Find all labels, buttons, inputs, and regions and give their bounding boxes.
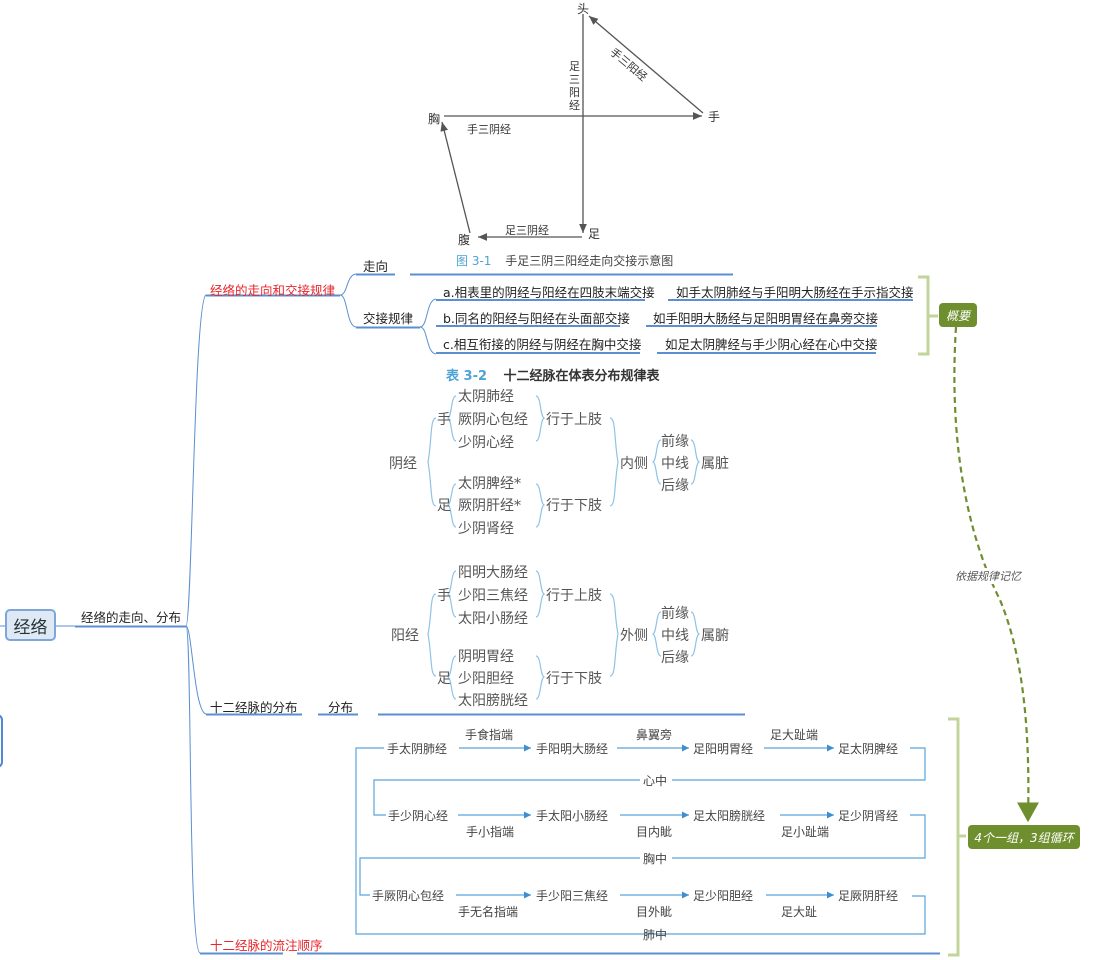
relation-label: 依据规律记忆 [955, 568, 1021, 584]
yin-position: 后缘 [661, 478, 689, 494]
yin-hand-path: 行于上肢 [546, 412, 602, 428]
flow-lines [355, 744, 926, 935]
flow-link: 心中 [643, 774, 668, 788]
flow-channel: 手少阳三焦经 [536, 889, 609, 903]
yin-hand-item: 太阴肺经 [458, 389, 514, 405]
yin-label: 阴经 [389, 456, 417, 472]
yin-foot-path: 行于下肢 [546, 498, 602, 514]
flow-channel: 手厥阴心包经 [372, 889, 445, 903]
yang-hand-path: 行于上肢 [546, 588, 602, 604]
yang-side: 外侧 [620, 628, 648, 644]
flow-channel: 足太阳膀胱经 [693, 809, 766, 823]
flow-junction: 手无名指端 [458, 905, 519, 919]
yang-label: 阳经 [391, 628, 419, 644]
yin-foot-item: 厥阴肝经* [458, 498, 521, 514]
table-caption-number: 表 3-2 [446, 369, 488, 384]
yang-hand: 手 [437, 588, 451, 604]
mindmap-lines [0, 273, 940, 955]
label-abdomen: 腹 [458, 233, 471, 247]
yin-hand-item: 少阴心经 [458, 435, 514, 451]
yin-side: 内侧 [620, 456, 648, 472]
node-example-c[interactable]: 如足太阴脾经与手少阴心经在心中交接 [665, 337, 878, 352]
node-connection-rules[interactable]: 交接规律 [363, 311, 414, 326]
node-rule-c[interactable]: c.相互衔接的阴经与阴经在胸中交接 [443, 337, 642, 352]
flow-link: 胸中 [643, 852, 668, 866]
node-rule-a[interactable]: a.相表里的阴经与阳经在四肢末端交接 [443, 285, 655, 300]
node-twelve-channel-flow-order[interactable]: 十二经脉的流注顺序 [210, 938, 323, 953]
yang-position: 中线 [661, 628, 689, 644]
label-head: 头 [577, 2, 590, 16]
yin-position: 中线 [661, 456, 689, 472]
yang-position: 后缘 [661, 650, 689, 666]
yin-position: 前缘 [661, 434, 689, 450]
flow-channel: 足少阴肾经 [838, 809, 899, 823]
label-chest: 胸 [428, 112, 441, 126]
offscreen-node[interactable] [0, 714, 3, 768]
summary-brackets [918, 275, 966, 957]
node-direction[interactable]: 走向 [363, 259, 389, 274]
figure-caption-number: 图 3-1 [456, 254, 492, 268]
figure-caption: 图 3-1 手足三阴三阳经走向交接示意图 [456, 252, 673, 269]
yang-foot-item: 少阳胆经 [458, 671, 514, 687]
flow-channel: 足阳明胃经 [693, 742, 754, 756]
flow-channel: 手少阴心经 [388, 809, 449, 823]
node-rule-b[interactable]: b.同名的阳经与阳经在头面部交接 [443, 311, 630, 326]
flow-junction: 足小趾端 [781, 825, 830, 839]
table-caption-text: 十二经脉在体表分布规律表 [503, 369, 660, 384]
yang-foot-path: 行于下肢 [546, 671, 602, 687]
arrow-hand-to-head [588, 15, 704, 114]
table-caption: 表 3-2 十二经脉在体表分布规律表 [446, 365, 660, 384]
flow-junction: 手小指端 [466, 825, 515, 839]
figure-arrows [440, 14, 704, 241]
yin-belongs: 属脏 [701, 456, 729, 472]
table-braces [427, 395, 701, 700]
arrow-abdomen-to-chest [440, 121, 471, 234]
yang-hand-item: 阳明大肠经 [458, 565, 528, 581]
yang-belongs: 属腑 [701, 628, 729, 644]
yang-foot-item: 阴明胃经 [458, 649, 514, 665]
summary-group-cycle[interactable]: 4个一组，3组循环 [968, 825, 1080, 849]
node-distribution[interactable]: 分布 [328, 700, 354, 715]
flow-junction: 足大趾 [781, 905, 818, 919]
flow-junction: 目外眦 [636, 905, 673, 919]
flow-channel: 足少阳胆经 [693, 889, 754, 903]
flow-channel: 手太阴肺经 [387, 742, 448, 756]
flow-channel: 足太阴脾经 [838, 742, 899, 756]
figure-caption-text: 手足三阴三阳经走向交接示意图 [505, 254, 674, 268]
label-hand: 手 [708, 110, 721, 124]
yin-hand: 手 [437, 412, 451, 428]
flow-junction: 鼻翼旁 [636, 728, 673, 742]
node-direction-and-rules[interactable]: 经络的走向和交接规律 [210, 283, 336, 298]
root-node[interactable]: 经络 [5, 609, 56, 641]
flow-channel: 足厥阴肝经 [838, 889, 899, 903]
yang-foot-item: 太阳膀胱经 [458, 693, 528, 709]
yin-hand-item: 厥阴心包经 [458, 412, 528, 428]
flow-link: 肺中 [643, 928, 668, 942]
flow-channel: 手太阳小肠经 [536, 809, 609, 823]
yin-foot-item: 太阴脾经* [458, 476, 521, 492]
flow-channel: 手阳明大肠经 [536, 742, 609, 756]
node-example-b[interactable]: 如手阳明大肠经与足阳明胃经在鼻旁交接 [653, 311, 879, 326]
label-foot-three-yin: 足三阴经 [505, 224, 549, 237]
node-direction-distribution[interactable]: 经络的走向、分布 [81, 610, 182, 625]
label-hand-three-yin: 手三阴经 [467, 123, 511, 136]
yin-foot: 足 [437, 498, 451, 514]
flow-junction: 目内眦 [636, 825, 673, 839]
yang-hand-item: 少阳三焦经 [458, 588, 528, 604]
label-foot-three-yang: 足三阳经 [569, 60, 580, 112]
node-example-a[interactable]: 如手太阴肺经与手阳明大肠经在手示指交接 [676, 285, 914, 300]
flow-junction: 足大趾端 [770, 728, 819, 742]
label-foot: 足 [588, 227, 601, 241]
yin-foot-item: 少阴肾经 [458, 521, 514, 537]
yang-foot: 足 [437, 671, 451, 687]
node-twelve-channel-distribution[interactable]: 十二经脉的分布 [210, 700, 298, 715]
yang-position: 前缘 [661, 606, 689, 622]
yang-hand-item: 太阳小肠经 [458, 611, 528, 627]
summary-overview[interactable]: 概要 [939, 303, 977, 327]
flow-junction: 手食指端 [465, 728, 514, 742]
